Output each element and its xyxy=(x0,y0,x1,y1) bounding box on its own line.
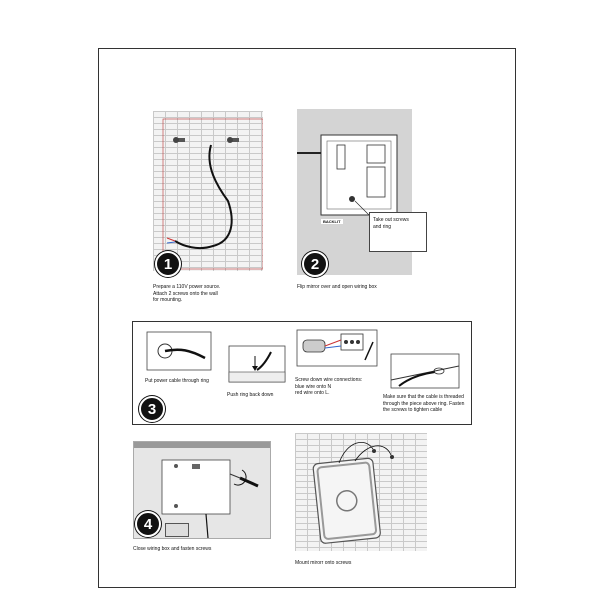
step4-bracket xyxy=(165,523,189,537)
power-cable xyxy=(174,144,233,250)
step2-box-label: BACKLIT xyxy=(321,219,343,224)
step3d-drawing xyxy=(390,353,460,389)
screw-icon xyxy=(227,137,239,143)
step5-drawing xyxy=(312,441,394,544)
step3c-drawing xyxy=(296,329,378,367)
ring-icon xyxy=(349,196,355,202)
screw-icon xyxy=(372,449,376,453)
arrow xyxy=(338,441,374,464)
step3a-illustration xyxy=(145,330,213,372)
step3d-illustration xyxy=(389,352,461,390)
arrow-down-icon xyxy=(252,366,258,371)
step5-caption: Mount mirorr onto screws xyxy=(295,560,352,566)
step3a-caption: Put power cable through ring xyxy=(145,378,209,384)
step3-badge: 3 xyxy=(139,396,165,422)
instruction-sheet: 1 Prepare a 110V power source. Attach 2 … xyxy=(98,48,516,588)
arrow xyxy=(354,445,392,462)
ring-icon xyxy=(433,367,445,375)
step3b-caption: Push ring back down xyxy=(227,392,274,398)
step2-drawing xyxy=(297,134,398,222)
step4-badge: 4 xyxy=(135,511,161,537)
step2-badge: 2 xyxy=(302,251,328,277)
screw-icon xyxy=(174,504,178,508)
screwdriver-icon xyxy=(239,476,259,488)
step4-drawing xyxy=(134,442,270,538)
step4-caption: Close wiring box and fasten screws xyxy=(133,546,212,552)
step2-caption: Flip mirror over and open wiring box xyxy=(297,284,377,290)
step1-drawing xyxy=(162,118,263,270)
mirror xyxy=(312,457,381,544)
step1-wall-illustration xyxy=(153,111,263,271)
step5-wall-illustration xyxy=(295,433,427,551)
step2-callout-text: Take out screws and ring xyxy=(373,217,409,230)
step3b-illustration xyxy=(227,344,287,384)
step3-panel: Put power cable through ring Push ring b… xyxy=(132,321,472,425)
step1-caption: Prepare a 110V power source. Attach 2 sc… xyxy=(153,284,221,303)
screw-icon xyxy=(174,464,178,468)
step3c-illustration xyxy=(295,328,379,368)
step3c-caption: Screw down wire connections: blue wire o… xyxy=(295,377,363,396)
step3a-drawing xyxy=(146,331,212,371)
screwdriver-icon xyxy=(364,341,374,361)
step1-badge: 1 xyxy=(155,251,181,277)
step2-callout-box: Take out screws and ring xyxy=(369,212,427,252)
step3d-caption: Make sure that the cable is threaded thr… xyxy=(383,394,465,413)
screw-icon xyxy=(173,137,185,143)
step3b-drawing xyxy=(228,345,286,383)
screw-icon xyxy=(390,455,394,459)
step4-illustration xyxy=(133,441,271,539)
